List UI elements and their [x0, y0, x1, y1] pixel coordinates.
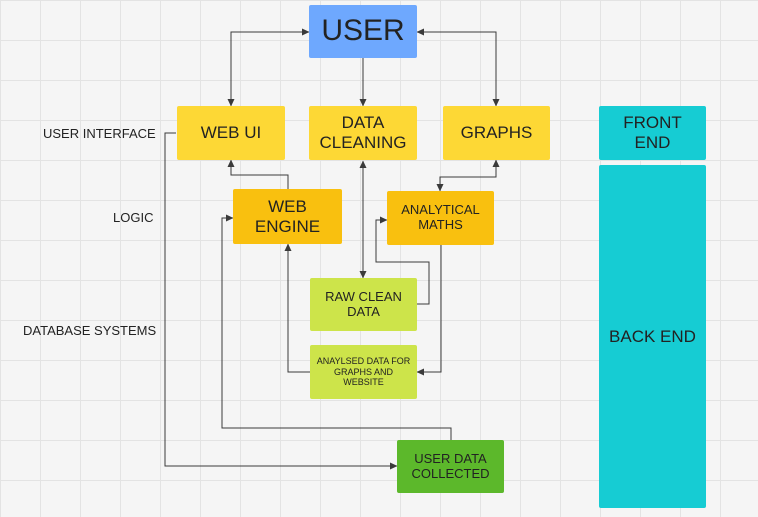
data-cleaning-node: DATA CLEANING	[309, 106, 417, 160]
edge-webengine-webui	[227, 159, 289, 189]
edge-userdata-webengine	[221, 214, 452, 440]
edge-webui-userdata	[164, 132, 398, 470]
user-data-collected-node: USER DATA COLLECTED	[397, 440, 504, 493]
web-ui-node: WEB UI	[177, 106, 285, 160]
graphs-node: GRAPHS	[443, 106, 550, 160]
web-engine-node: WEB ENGINE	[233, 189, 342, 244]
row-label-database-systems: DATABASE SYSTEMS	[23, 323, 157, 338]
edge-rawdata-maths	[375, 216, 430, 305]
row-label-user-interface: USER INTERFACE	[43, 126, 156, 141]
front-end-layer: FRONT END	[599, 106, 706, 160]
edge-maths-graphs	[436, 159, 500, 192]
edge-analysed-webengine	[284, 243, 310, 373]
analytical-maths-node: ANALYTICAL MATHS	[387, 191, 494, 245]
back-end-layer: BACK END	[599, 165, 706, 508]
edge-user-graphs	[416, 28, 500, 107]
edge-maths-analysed	[416, 245, 442, 376]
row-label-logic: LOGIC	[113, 210, 154, 225]
user-node: USER	[309, 5, 417, 58]
analysed-data-node: ANAYLSED DATA FOR GRAPHS AND WEBSITE	[310, 345, 417, 399]
raw-clean-data-node: RAW CLEAN DATA	[310, 278, 417, 331]
edge-user-webui	[227, 28, 310, 107]
